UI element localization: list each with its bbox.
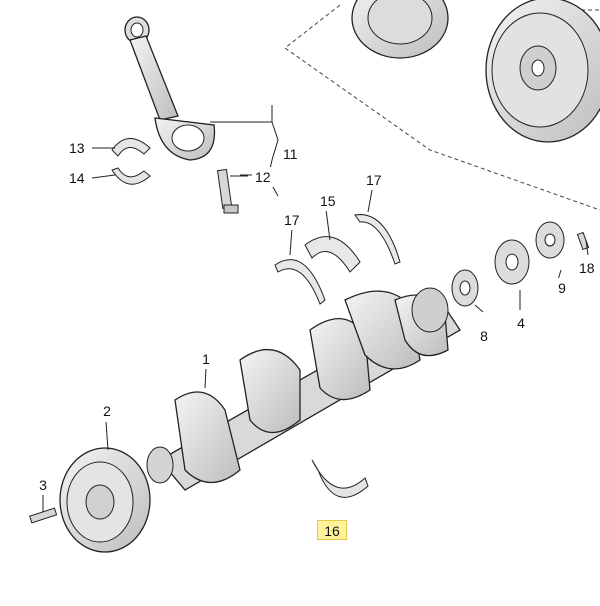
callout-18: 18: [576, 258, 598, 278]
flywheel-dashed-outline: [284, 4, 600, 211]
callout-8: 8: [474, 326, 494, 346]
crankshaft: [146, 287, 461, 491]
callout-13: 13: [66, 138, 88, 158]
callout-17-right: 17: [363, 170, 385, 190]
callout-4: 4: [511, 313, 531, 333]
main-bearing-shell-16: [311, 459, 369, 498]
rod-bolt: [216, 168, 239, 214]
callout-16-highlighted: 16: [317, 520, 347, 540]
connecting-rod: [124, 16, 216, 161]
callout-17-left: 17: [281, 210, 303, 230]
main-bearing-shells: [274, 214, 401, 305]
crank-washers: [451, 221, 565, 307]
rod-bearing-shells: [111, 138, 151, 185]
flywheel-right: [485, 0, 600, 143]
callout-14: 14: [66, 168, 88, 188]
callout-12: 12: [252, 167, 274, 187]
callout-9: 9: [552, 278, 572, 298]
callout-1: 1: [196, 349, 216, 369]
dowel-pin: [576, 231, 590, 251]
crank-pulley: [59, 447, 151, 553]
pulley-bolt: [29, 507, 58, 524]
leader-lines: [42, 147, 589, 512]
callout-15: 15: [317, 191, 339, 211]
callout-3: 3: [33, 475, 53, 495]
callout-11: 11: [280, 144, 301, 164]
flywheel-top: [351, 0, 449, 59]
callout-2: 2: [97, 401, 117, 421]
